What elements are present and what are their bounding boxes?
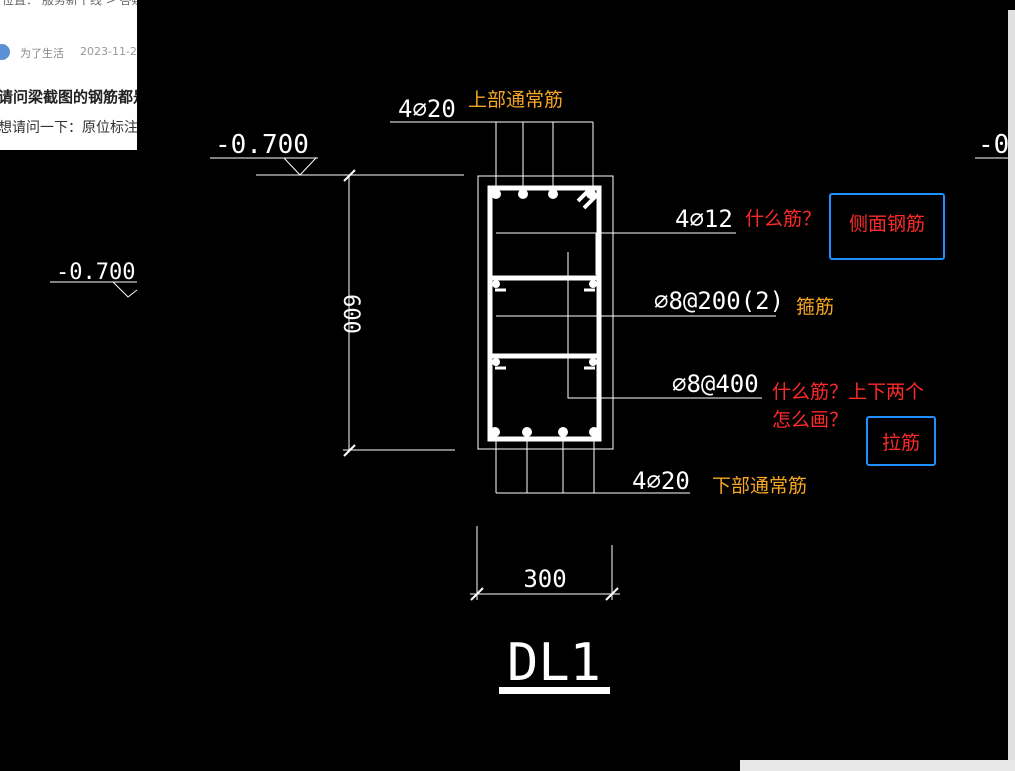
side-rebar [492,280,500,288]
elevation-label-right: -0 [978,130,1009,160]
post-excerpt: 想请问一下：原位标注 [0,120,137,136]
side-rebar [589,358,597,366]
side-rebar-question: 什么筋？ [745,208,822,230]
author-name[interactable]: 为了生活 [20,47,64,60]
bottom-rebar [522,427,532,437]
tie-question-line2: 怎么画？ [772,409,849,431]
side-rebar-leader-bracket [496,232,597,275]
width-dimension-text: 300 [523,565,566,593]
background-web-page: 位置： 服务新干线 > 答疑解惑 > 问题详情 为了生活 2023-11-2 请… [0,0,137,150]
bottom-rebar [589,427,599,437]
tie-leader [567,252,762,399]
height-dimension-text: 600 [338,294,363,334]
elevation-marker-triangle [283,157,317,176]
post-title[interactable]: 请问梁截图的钢筋都是 [0,88,137,106]
side-rebar-answer-box: 侧面钢筋 [829,193,945,260]
bottom-rebar-spec: 4⌀20 [632,467,690,495]
dimension-tick [343,169,356,182]
stirrup-spec: ⌀8@200(2) [654,287,784,315]
author-avatar [0,44,10,60]
section-title: DL1 [507,633,601,693]
elevation-label: -0.700 [215,130,309,160]
top-rebar [491,189,501,199]
top-rebar-spec: 4⌀20 [398,95,456,123]
section-title-underline [499,687,610,694]
stirrup-hook [582,192,600,210]
bottom-rebar [490,427,500,437]
side-rebar-answer: 侧面钢筋 [848,213,925,235]
tie-question-line1: 什么筋？上下两个 [772,381,925,403]
tie-answer: 拉筋 [881,432,920,454]
top-rebar [518,189,528,199]
stirrup-annotation: 箍筋 [796,296,835,318]
concrete-section-outline [477,175,614,450]
stirrup-outline [487,185,602,442]
tie-answer-box: 拉筋 [866,416,936,466]
side-rebar [492,358,500,366]
tie-rebar-spec: ⌀8@400 [672,370,759,398]
top-rebar [586,189,596,199]
breadcrumb[interactable]: 位置： 服务新干线 > 答疑解惑 > 问题详情 [2,0,137,7]
side-rebar-spec: 4⌀12 [675,205,733,233]
elevation-marker-left-triangle [112,281,138,298]
window-edge-bottom [740,760,1015,771]
side-rebar [589,280,597,288]
window-edge-right [1008,10,1015,760]
dimension-tick [470,587,484,601]
top-rebar-annotation: 上部通常筋 [468,89,564,111]
post-date: 2023-11-2 [80,45,137,58]
bottom-rebar-annotation: 下部通常筋 [712,475,808,497]
bottom-rebar [558,427,568,437]
elevation-label-left: -0.700 [56,260,135,285]
dimension-tick [343,444,356,457]
top-rebar [548,189,558,199]
dimension-tick [605,587,619,601]
